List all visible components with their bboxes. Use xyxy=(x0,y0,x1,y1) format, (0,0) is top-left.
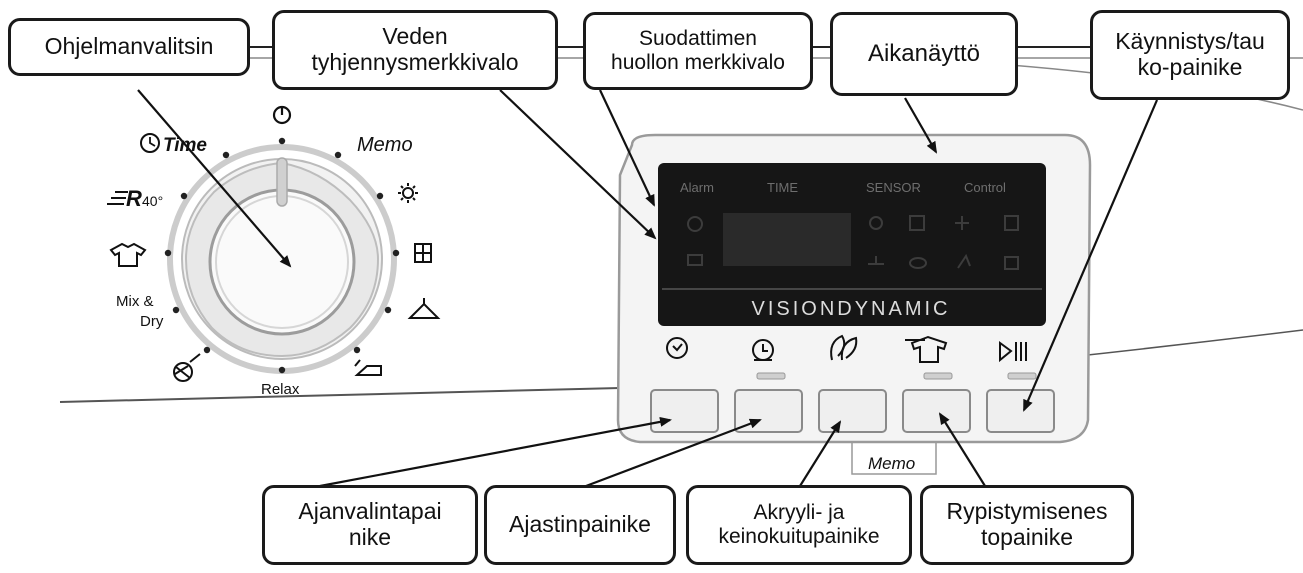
callout-time-display: Aikanäyttö xyxy=(830,12,1018,96)
iron-icon xyxy=(354,359,382,376)
time-select-button[interactable] xyxy=(650,389,719,433)
start-pause-icon xyxy=(999,341,1027,363)
time-digits-window xyxy=(723,213,851,266)
callout-water-drain-line-2: tyhjennysmerkkivalo xyxy=(311,49,519,75)
dial-memo-label: Memo xyxy=(357,134,413,156)
sun-icon xyxy=(398,183,418,203)
display-alarm-label: Alarm xyxy=(680,180,714,195)
cupboard-icon xyxy=(414,243,432,263)
r40-icon xyxy=(107,191,128,205)
timer-led xyxy=(756,372,786,380)
arrow-filter xyxy=(599,89,655,207)
callout-water-drain-light: Veden tyhjennysmerkkivalo xyxy=(272,10,558,90)
acrylic-feather-icon xyxy=(830,334,858,361)
dial-mix-dry-label-2: Dry xyxy=(140,313,164,330)
callout-anti-crease: Rypistymisenes topainike xyxy=(920,485,1134,565)
arrow-time-display xyxy=(904,97,937,154)
timer-icon xyxy=(752,339,774,361)
body-curve-bottom xyxy=(59,387,621,403)
arrow-anti-crease xyxy=(938,412,986,487)
display-time-label: TIME xyxy=(767,180,798,195)
callout-filter-line-2: huollon merkkivalo xyxy=(611,51,785,74)
callout-program-selector: Ohjelmanvalitsin xyxy=(8,18,250,76)
callout-arrows xyxy=(137,89,1159,488)
start-pause-led xyxy=(1007,372,1037,380)
dial-pointer xyxy=(276,157,288,207)
callout-time-select-line-2: nike xyxy=(348,524,392,550)
callout-time-display-text: Aikanäyttö xyxy=(867,39,981,67)
callout-time-select: Ajanvalintapai nike xyxy=(262,485,478,565)
anti-crease-button[interactable] xyxy=(902,389,971,433)
callout-filter-line-1: Suodattimen xyxy=(639,27,757,51)
callout-start-pause-text: Käynnistys/tau ko-painike xyxy=(1115,28,1265,81)
yarn-icon xyxy=(173,353,201,382)
button-clock-icon xyxy=(666,337,688,359)
callout-acrylic: Akryyli- ja keinokuitupainike xyxy=(686,485,912,565)
display-indicator-icons xyxy=(687,215,1019,270)
power-icon xyxy=(272,105,292,125)
dial-knob[interactable] xyxy=(208,188,356,336)
display-panel xyxy=(658,163,1046,326)
anti-crease-led xyxy=(923,372,953,380)
body-curve-right xyxy=(1059,329,1303,359)
shirt-icon xyxy=(109,242,147,267)
callout-start-pause-line-1: Käynnistys/tau xyxy=(1115,28,1265,55)
arrow-timer xyxy=(585,418,762,488)
arrow-start-pause xyxy=(1022,99,1159,412)
callout-acrylic-line-1: Akryyli- ja xyxy=(753,501,845,525)
dial-relax-label: Relax xyxy=(261,381,300,398)
acrylic-button[interactable] xyxy=(818,389,887,433)
callout-anti-crease-text: Rypistymisenes topainike xyxy=(946,498,1108,551)
callout-acrylic-line-2: keinokuitupainike xyxy=(718,525,880,548)
callout-acrylic-text: Akryyli- ja keinokuitupainike xyxy=(718,501,879,548)
callout-time-select-line-1: Ajanvalintapai xyxy=(298,498,442,525)
display-sensor-label: SENSOR xyxy=(866,180,921,195)
start-pause-button[interactable] xyxy=(986,389,1055,433)
arrow-water-drain xyxy=(499,89,657,240)
callout-program-selector-text: Ohjelmanvalitsin xyxy=(44,33,214,60)
dial-r40-label: R xyxy=(126,186,142,211)
callout-anti-crease-line-1: Rypistymisenes xyxy=(946,498,1108,525)
display-control-label: Control xyxy=(964,180,1006,195)
callout-anti-crease-line-2: topainike xyxy=(980,524,1074,550)
arrow-acrylic xyxy=(799,420,842,487)
callout-filter-light: Suodattimen huollon merkkivalo xyxy=(583,12,813,90)
arrow-program-selector xyxy=(137,89,292,268)
callout-water-drain-line-1: Veden xyxy=(382,23,448,50)
callout-start-pause-line-2: ko-painike xyxy=(1137,54,1243,80)
callout-timer: Ajastinpainike xyxy=(484,485,676,565)
memo-bracket-label: Memo xyxy=(868,454,915,473)
hanger-icon xyxy=(407,298,441,319)
callout-water-drain-light-text: Veden tyhjennysmerkkivalo xyxy=(311,23,519,76)
memo-bracket xyxy=(851,442,937,475)
dial-r40-sub: 40° xyxy=(142,193,163,209)
program-dial: Time Memo R 40° Mix & Dry xyxy=(107,105,441,398)
callout-filter-light-text: Suodattimen huollon merkkivalo xyxy=(611,27,785,74)
callout-start-pause: Käynnistys/tau ko-painike xyxy=(1090,10,1290,100)
dial-mix-dry-label-1: Mix & xyxy=(116,293,154,310)
anti-crease-shirt-icon xyxy=(905,335,948,363)
callout-time-select-text: Ajanvalintapai nike xyxy=(298,498,442,551)
display-brand-label: VISIONDYNAMIC xyxy=(751,298,950,320)
callout-timer-text: Ajastinpainike xyxy=(509,511,651,538)
dial-dots xyxy=(164,137,400,374)
clock-icon xyxy=(140,133,160,153)
arrow-time-select xyxy=(319,416,672,488)
control-panel: Alarm TIME SENSOR Control VISIONDYNAMIC xyxy=(616,133,1092,444)
